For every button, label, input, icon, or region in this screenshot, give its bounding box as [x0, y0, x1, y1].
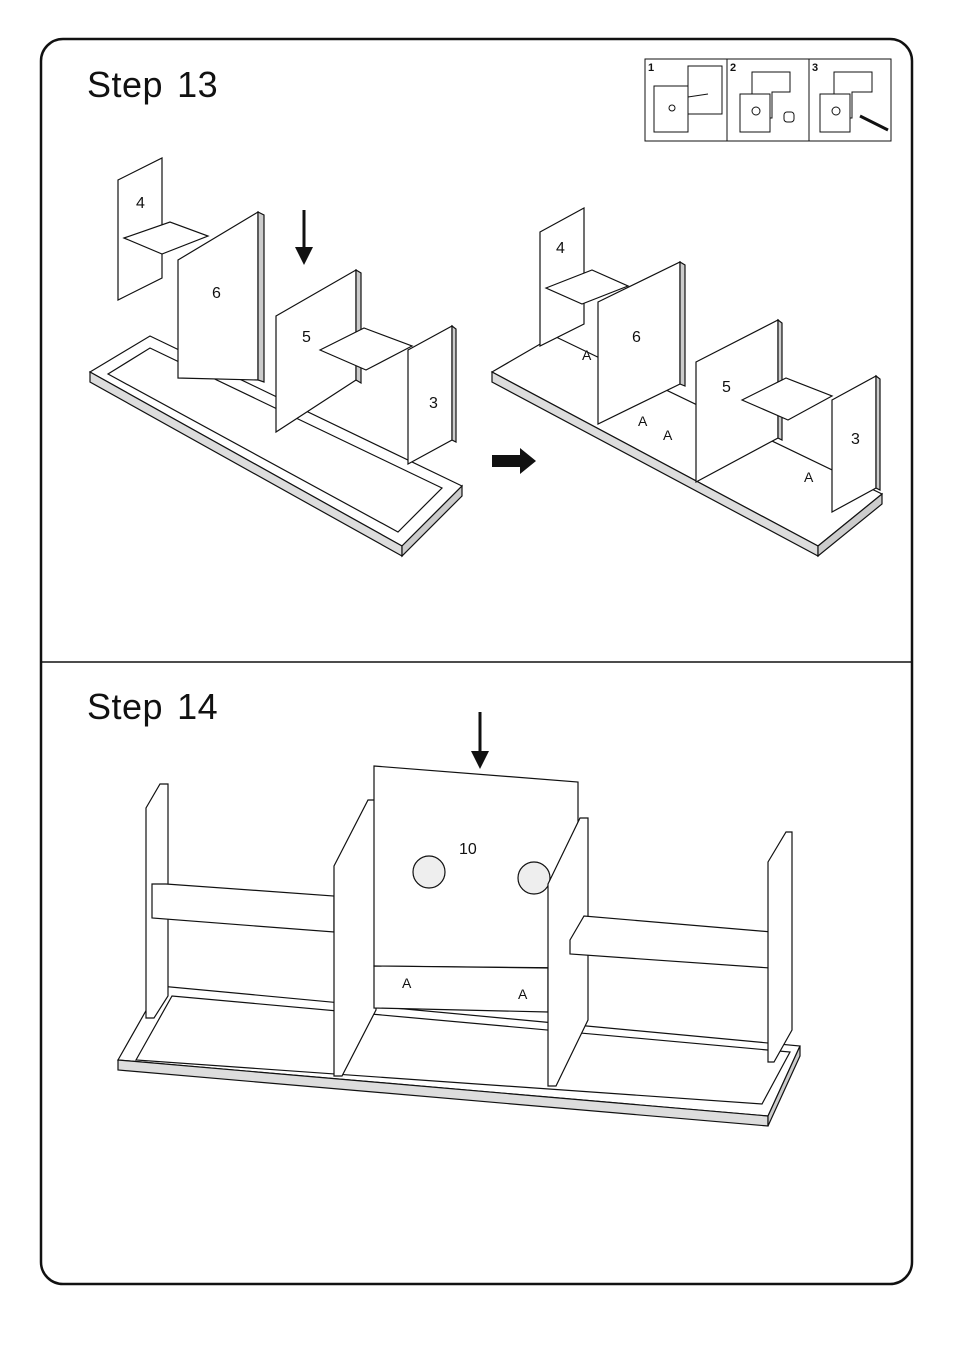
step13-assembly-after [492, 208, 882, 556]
part-label-3-after: 3 [851, 431, 860, 448]
step-number: 13 [177, 64, 218, 105]
part-label-5-before: 5 [302, 329, 311, 346]
inset-step-2: 2 [730, 62, 736, 74]
inset-step-1: 1 [648, 62, 654, 74]
step-word: Step [87, 686, 163, 727]
inset-step-3: 3 [812, 62, 818, 74]
step-word: Step [87, 64, 163, 105]
step14-assembly [118, 766, 800, 1126]
part-label-4-before: 4 [136, 195, 145, 212]
fastener-label-a: A [638, 413, 648, 429]
cam-lock-inset [645, 59, 891, 141]
step-13-title: Step 13 [87, 64, 218, 106]
step-number: 14 [177, 686, 218, 727]
part-label-6-after: 6 [632, 329, 641, 346]
part-label-3-before: 3 [429, 395, 438, 412]
step13-assembly-before [90, 158, 462, 556]
fastener-label-a: A [663, 427, 673, 443]
fastener-label-a: A [402, 975, 412, 991]
part-label-6-before: 6 [212, 285, 221, 302]
fastener-label-a: A [518, 986, 528, 1002]
part-label-10: 10 [459, 841, 477, 858]
right-arrow-icon [492, 448, 536, 474]
fastener-label-a: A [804, 469, 814, 485]
part-label-4-after: 4 [556, 240, 565, 257]
fastener-label-a: A [582, 347, 592, 363]
step-14-title: Step 14 [87, 686, 218, 728]
part-label-5-after: 5 [722, 379, 731, 396]
